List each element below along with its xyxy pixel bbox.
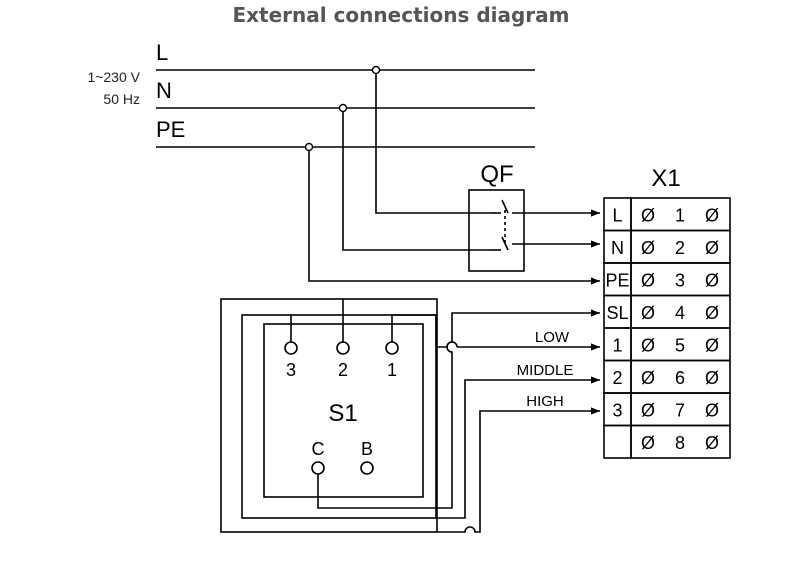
terminal-number: 3: [675, 270, 685, 290]
switch-terminal-b: [360, 461, 374, 475]
wire-sw1-loop: [391, 314, 437, 347]
terminal-tag: 3: [612, 400, 622, 420]
terminal-number: 4: [675, 303, 685, 323]
switch-middle-wire-loop: [241, 314, 437, 519]
terminal-screw-left: Ø: [641, 303, 655, 323]
terminal-screw-left: Ø: [641, 433, 655, 453]
wire-n-to-breaker: [342, 112, 490, 251]
supply-voltage-label: 1~230 V: [87, 69, 140, 85]
terminal-screw-right: Ø: [705, 238, 719, 258]
terminal-body-cell: [630, 424, 731, 459]
terminal-tag-cell: [603, 424, 632, 459]
bus-label-l: L: [156, 40, 168, 65]
terminal-number: 6: [675, 368, 685, 388]
wire-high: [437, 407, 600, 533]
switch-terminal-label-c: C: [312, 439, 325, 459]
terminal-number: 1: [675, 205, 685, 225]
terminal-screw-right: Ø: [705, 433, 719, 453]
terminal-tag: N: [611, 238, 624, 258]
terminal-tag: PE: [605, 270, 629, 290]
wire-pe-to-terminal: [308, 151, 600, 285]
terminal-number: 7: [675, 400, 685, 420]
terminal-tag: L: [612, 205, 622, 225]
terminal-screw-left: Ø: [641, 238, 655, 258]
terminal-screw-right: Ø: [705, 205, 719, 225]
terminal-screw-left: Ø: [641, 205, 655, 225]
wire-common-to-sl: [317, 309, 600, 509]
terminal-screw-left: Ø: [641, 368, 655, 388]
terminal-tag: 1: [612, 335, 622, 355]
breaker-box: [468, 189, 525, 272]
terminal-number: 8: [675, 433, 685, 453]
wire-middle: [437, 376, 600, 519]
terminal-screw-right: Ø: [705, 368, 719, 388]
switch-terminal-label-3: 3: [286, 360, 296, 380]
breaker-blade-2: [501, 236, 509, 251]
diagram-title: External connections diagram: [232, 3, 569, 27]
switch-terminal-3: [284, 341, 298, 355]
switch-terminal-1: [385, 341, 399, 355]
switch-terminal-2: [336, 341, 350, 355]
switch-label: S1: [328, 400, 357, 427]
breaker-blade-1: [501, 199, 509, 214]
terminal-screw-right: Ø: [705, 400, 719, 420]
junction-dot-n: [338, 103, 348, 113]
terminal-number: 2: [675, 238, 685, 258]
bus-label-pe: PE: [156, 117, 185, 142]
switch-terminal-c: [311, 461, 325, 475]
terminal-tag: 2: [612, 368, 622, 388]
supply-frequency-label: 50 Hz: [103, 91, 140, 107]
wire-label-high: HIGH: [526, 393, 564, 410]
terminal-tag: SL: [606, 303, 628, 323]
terminal-screw-right: Ø: [705, 303, 719, 323]
switch-outer-wire-loop: [220, 298, 438, 533]
junction-dot-l: [371, 65, 381, 75]
switch-terminal-label-2: 2: [338, 360, 348, 380]
terminal-screw-left: Ø: [641, 270, 655, 290]
terminal-screw-left: Ø: [641, 335, 655, 355]
switch-terminal-label-1: 1: [387, 360, 397, 380]
terminal-screw-right: Ø: [705, 335, 719, 355]
wire-l-to-breaker: [375, 74, 490, 214]
terminal-screw-right: Ø: [705, 270, 719, 290]
wire-label-low: LOW: [535, 329, 570, 346]
terminal-screw-left: Ø: [641, 400, 655, 420]
wire-label-middle: MIDDLE: [517, 362, 574, 379]
terminal-number: 5: [675, 335, 685, 355]
junction-dot-pe: [304, 142, 314, 152]
breaker-label: QF: [480, 161, 513, 188]
terminal-block-label: X1: [651, 165, 680, 192]
bus-label-n: N: [156, 78, 172, 103]
switch-terminal-label-b: B: [361, 439, 373, 459]
